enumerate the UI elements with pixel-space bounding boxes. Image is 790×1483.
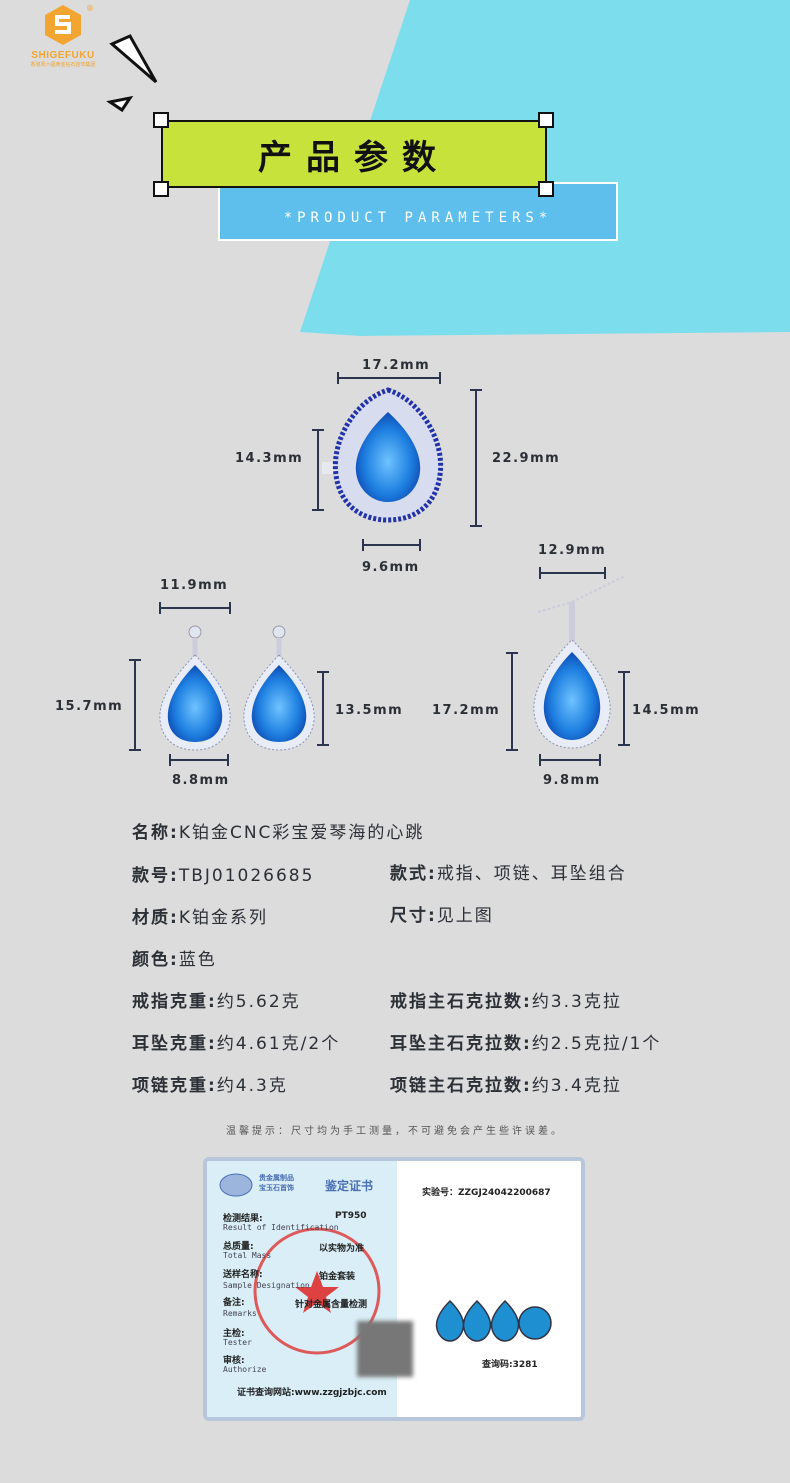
red-stamp — [253, 1227, 381, 1355]
brand-logo: ® SHIGEFUKU 香港周六福黄金钻石首饰集团 — [18, 4, 108, 68]
ring-image — [322, 387, 444, 523]
cert-mass-label: 总质量: — [223, 1242, 254, 1252]
pendant-height-stone: 14.5mm — [632, 703, 701, 718]
cert-result: PT950 — [335, 1211, 367, 1221]
param-material: 材质:K铂金系列 — [132, 908, 268, 928]
cert-tester-label: 主检: — [223, 1329, 245, 1339]
param-name: 名称:K铂金CNC彩宝爱琴海的心跳 — [132, 823, 425, 843]
cert-auth-label: 审核: — [223, 1356, 245, 1366]
cert-sample-label: 送样名称: — [223, 1270, 263, 1280]
certificate-jewelry-photo — [435, 1299, 552, 1342]
corner-handle — [153, 112, 169, 128]
earring-height-stone: 13.5mm — [335, 703, 404, 718]
cert-mass-en: Total Mass — [223, 1251, 272, 1260]
cert-result-en: Result of Identification — [223, 1223, 339, 1232]
pendant-height-total: 17.2mm — [432, 703, 501, 718]
param-style: 款式:戒指、项链、耳坠组合 — [390, 864, 627, 884]
subtitle-banner: *PRODUCT PARAMETERS* — [218, 182, 618, 241]
earring-width-top: 11.9mm — [160, 578, 229, 593]
pendant-width-top: 12.9mm — [538, 543, 607, 558]
param-ring-weight: 戒指克重:约5.62克 — [132, 992, 301, 1012]
corner-handle — [538, 112, 554, 128]
param-size: 尺寸:见上图 — [390, 906, 494, 926]
earring-height-total: 15.7mm — [55, 699, 124, 714]
pendant-image — [533, 575, 626, 749]
dimension-lines — [129, 372, 630, 766]
cert-sample-en: Sample Designation — [223, 1281, 310, 1290]
cert-sample: 铂金套装 — [319, 1272, 356, 1282]
cert-query-code: 查询码:3281 — [482, 1360, 538, 1370]
ring-height-total: 22.9mm — [492, 451, 561, 466]
cert-tester-en: Tester — [223, 1338, 252, 1347]
param-ring-carat: 戒指主石克拉数:约3.3克拉 — [390, 992, 622, 1012]
registered-mark: ® — [86, 4, 94, 13]
corner-handle — [153, 181, 169, 197]
earring-width-bottom: 8.8mm — [172, 773, 230, 788]
cert-remarks: 针对金属含量检测 — [295, 1300, 368, 1310]
earrings-image — [159, 625, 315, 751]
pendant-width-bottom: 9.8mm — [543, 773, 601, 788]
certificate-seal-icon — [219, 1173, 253, 1197]
corner-handle — [538, 181, 554, 197]
cert-auth-en: Authorize — [223, 1365, 267, 1374]
page-title: 产品参数 — [161, 120, 547, 188]
cert-website: 证书查询网站:www.zzgjzbjc.com — [237, 1388, 387, 1398]
certificate-title: 鉴定证书 — [325, 1179, 374, 1193]
ring-width-bottom: 9.6mm — [362, 560, 420, 575]
decorative-triangles — [106, 34, 158, 113]
cert-remarks-label: 备注: — [223, 1298, 245, 1308]
certificate-org: 贵金属制品 宝玉石首饰 — [259, 1174, 294, 1192]
cert-mass: 以实物为准 — [319, 1244, 365, 1254]
ring-height-inner: 14.3mm — [235, 451, 304, 466]
brand-name: SHIGEFUKU — [31, 50, 95, 61]
cert-result-label: 检测结果: — [223, 1214, 263, 1224]
param-earring-weight: 耳坠克重:约4.61克/2个 — [132, 1034, 341, 1054]
ring-width-top: 17.2mm — [362, 358, 431, 373]
qr-code-blurred — [357, 1321, 413, 1377]
brand-subtitle: 香港周六福黄金钻石首饰集团 — [30, 62, 96, 68]
measurement-tip: 温馨提示：尺寸均为手工测量，不可避免会产生些许误差。 — [226, 1126, 564, 1137]
certificate-image: 贵金属制品 宝玉石首饰 鉴定证书 实验号：ZZGJ24042200687 检测结… — [203, 1157, 585, 1421]
certificate-lab-no: 实验号：ZZGJ24042200687 — [422, 1188, 551, 1198]
param-model: 款号:TBJ01026685 — [132, 866, 315, 886]
logo-icon — [45, 5, 81, 45]
param-necklace-carat: 项链主石克拉数:约3.4克拉 — [390, 1076, 622, 1096]
cert-remarks-en: Remarks — [223, 1309, 257, 1318]
param-earring-carat: 耳坠主石克拉数:约2.5克拉/1个 — [390, 1034, 662, 1054]
param-color: 颜色:蓝色 — [132, 950, 217, 970]
param-necklace-weight: 项链克重:约4.3克 — [132, 1076, 288, 1096]
jewelry-diagram — [129, 372, 630, 766]
